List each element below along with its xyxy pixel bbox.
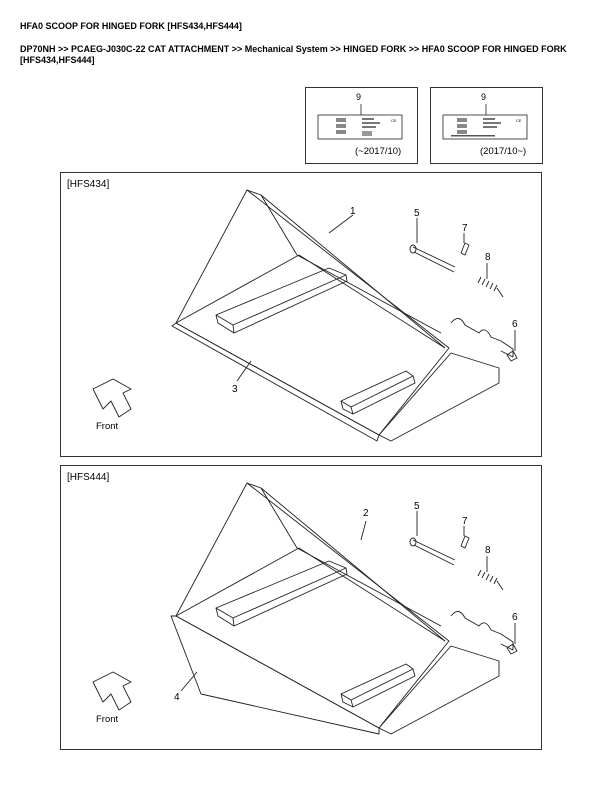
callout-4: 4 [174,692,180,703]
label-plate-old: 9 CE (~2017/10) [305,87,418,164]
callout-7: 7 [462,223,468,234]
callout-8: 8 [485,545,491,556]
panel-model-tag: [HFS434] [67,179,110,190]
callout-3: 3 [232,384,238,395]
callout-7: 7 [462,516,468,527]
callout-8: 8 [485,252,491,263]
callout-5: 5 [414,501,420,512]
diagram-panel-hfs434: [HFS434] 1 [60,172,542,457]
label-callout-number: 9 [481,92,487,102]
label-date-caption: (2017/10~) [480,146,527,157]
callout-6: 6 [512,319,518,330]
breadcrumb: DP70NH >> PCAEG-J030C-22 CAT ATTACHMENT … [20,44,567,65]
label-plate-new: 9 CE (2017/10~) [430,87,543,164]
scoop-exploded-drawing [92,482,518,735]
label-callout-number: 9 [356,92,362,102]
callout-6: 6 [512,612,518,623]
front-direction-label: Front [96,714,119,725]
scoop-exploded-drawing [92,189,518,442]
callout-5: 5 [414,208,420,219]
svg-text:CE: CE [391,118,397,123]
panel-model-tag: [HFS444] [67,472,110,483]
page-title: HFA0 SCOOP FOR HINGED FORK [HFS434,HFS44… [20,21,242,31]
label-plate-drawing: CE [317,104,403,140]
callout-1: 1 [350,206,356,217]
front-direction-label: Front [96,421,119,432]
label-plate-drawing: CE [442,104,528,140]
svg-text:CE: CE [516,118,522,123]
callout-2: 2 [363,508,369,519]
diagram-panel-hfs444: [HFS444] 2 5 7 8 6 4 Front [60,465,542,750]
label-date-caption: (~2017/10) [355,146,402,157]
